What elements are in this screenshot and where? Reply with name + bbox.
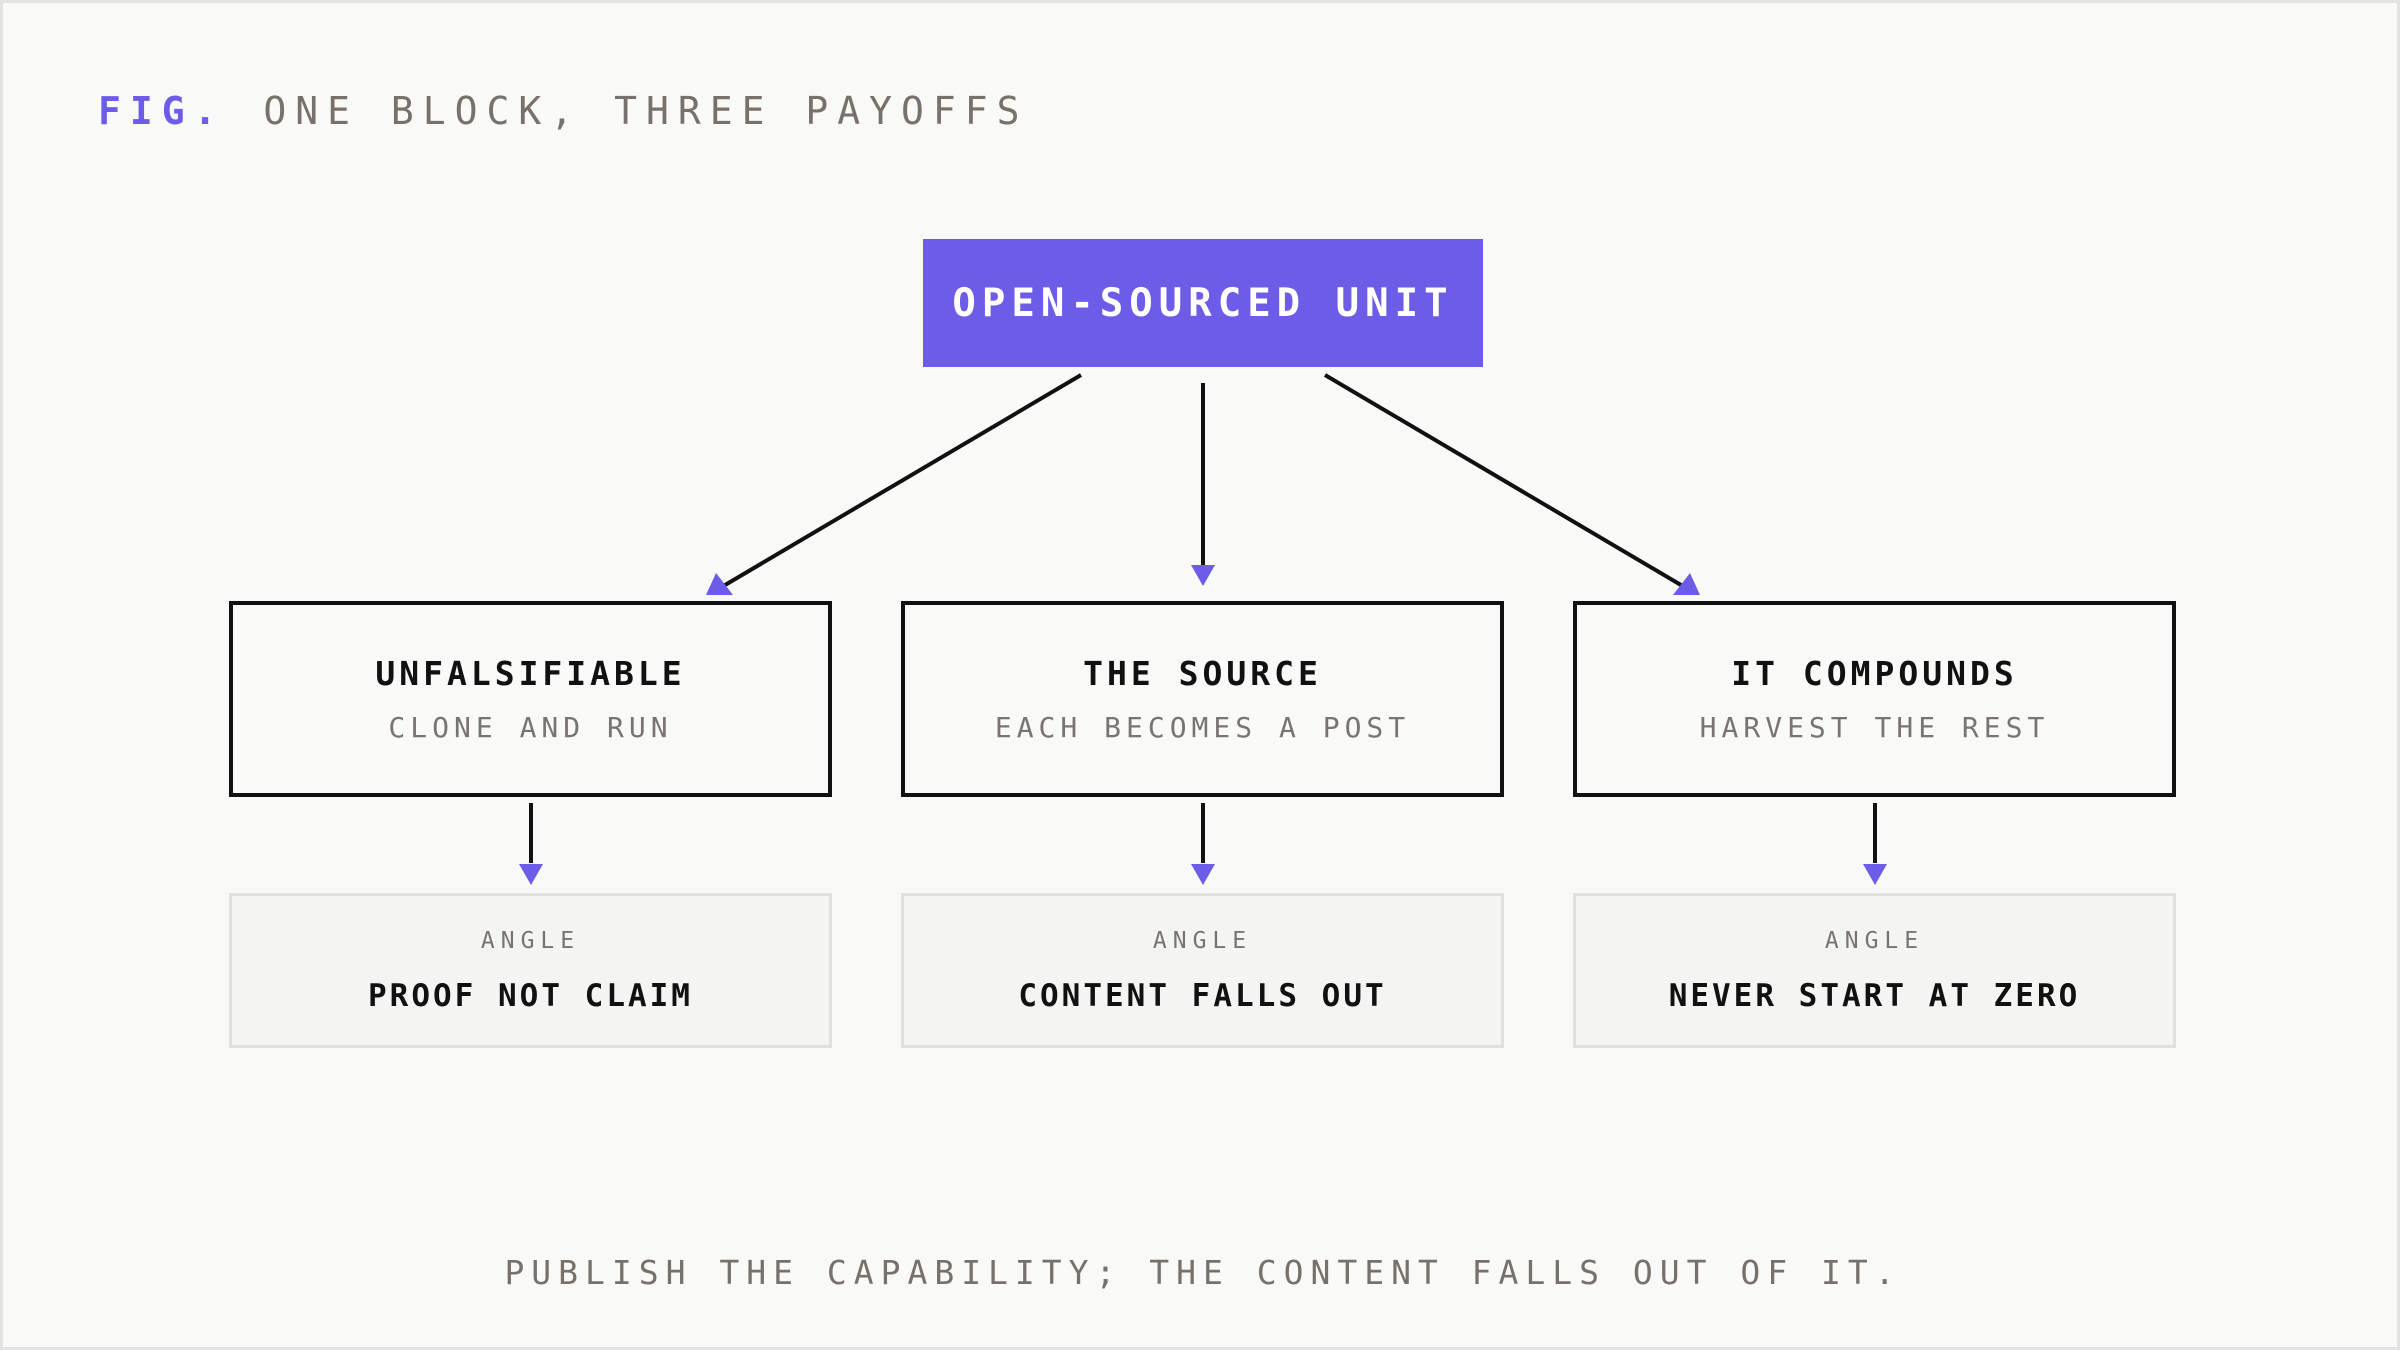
branch-subtitle: CLONE AND RUN — [388, 711, 673, 744]
root-node-label: OPEN-SOURCED UNIT — [952, 280, 1454, 326]
figure-label: FIG. — [98, 89, 226, 133]
branch-title: THE SOURCE — [1083, 654, 1322, 693]
angle-value: NEVER START AT ZERO — [1668, 977, 2081, 1014]
arrowhead-it-compounds — [1673, 573, 1700, 595]
angle-label: ANGLE — [480, 927, 581, 954]
arrowhead-unfalsifiable — [706, 573, 733, 595]
connector-layer — [519, 373, 1887, 885]
branch-title: IT COMPOUNDS — [1731, 654, 2018, 693]
figure-title-text: ONE BLOCK, THREE PAYOFFS — [263, 89, 1029, 133]
branch-node-the-source: THE SOURCE EACH BECOMES A POST — [901, 601, 1504, 797]
root-node: OPEN-SOURCED UNIT — [923, 239, 1483, 367]
angle-node-proof-not-claim: ANGLE PROOF NOT CLAIM — [229, 893, 832, 1048]
branch-subtitle: EACH BECOMES A POST — [994, 711, 1411, 744]
connector-root-to-unfalsifiable — [718, 373, 1083, 590]
branch-node-unfalsifiable: UNFALSIFIABLE CLONE AND RUN — [229, 601, 832, 797]
arrowhead-angle-3 — [1863, 864, 1887, 885]
figure-caption: PUBLISH THE CAPABILITY; THE CONTENT FALL… — [504, 1253, 1902, 1292]
angle-label: ANGLE — [1152, 927, 1253, 954]
arrowhead-the-source — [1191, 565, 1215, 586]
connector-root-to-it-compounds — [1323, 373, 1688, 590]
angle-node-content-falls-out: ANGLE CONTENT FALLS OUT — [901, 893, 1504, 1048]
branch-title: UNFALSIFIABLE — [375, 654, 686, 693]
angle-value: PROOF NOT CLAIM — [368, 977, 693, 1014]
arrowhead-angle-1 — [519, 864, 543, 885]
branch-node-it-compounds: IT COMPOUNDS HARVEST THE REST — [1573, 601, 2176, 797]
figure-title: FIG. ONE BLOCK, THREE PAYOFFS — [98, 89, 1028, 133]
angle-value: CONTENT FALLS OUT — [1018, 977, 1387, 1014]
branch-subtitle: HARVEST THE REST — [1699, 711, 2050, 744]
angle-node-never-start-at-zero: ANGLE NEVER START AT ZERO — [1573, 893, 2176, 1048]
angle-label: ANGLE — [1824, 927, 1925, 954]
arrowhead-angle-2 — [1191, 864, 1215, 885]
